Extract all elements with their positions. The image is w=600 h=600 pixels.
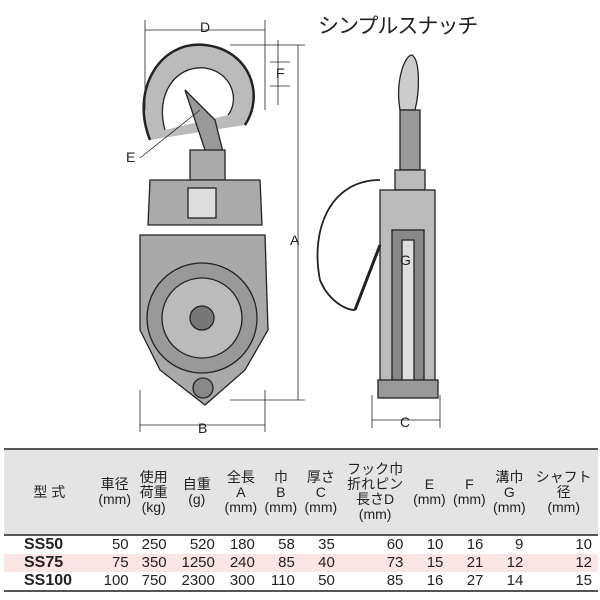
value-cell: 85 [278,554,295,571]
value-cell: 75 [111,554,129,571]
header-line: 巾 [273,468,288,485]
header-line: (mm) [453,491,486,507]
value-cell: 240 [229,554,255,571]
value-cell: 750 [141,572,167,589]
value-cell: 15 [426,554,444,571]
column-header: フック巾折れピン長さD(mm) [341,449,410,535]
value-cell: 180 [229,536,255,553]
dim-label-g: G [400,252,411,268]
value-cell: 1250 [181,554,215,571]
value-cell: 110 [270,572,295,589]
dimension-lines [139,20,441,432]
header-line: フック巾 [347,461,404,477]
dim-label-e: E [126,149,135,165]
header-line: A [236,483,246,500]
dim-label-d: D [200,19,210,35]
header-line: 溝巾 [495,468,524,485]
value-cell: 12 [575,554,592,571]
column-header: F(mm) [449,449,489,535]
column-header: シャフト径(mm) [529,449,598,535]
value-cell: 35 [318,536,335,553]
header-line: 車径 [100,476,129,492]
header-line: 自重 [182,476,211,492]
value-cell: 16 [426,572,444,589]
value-cell: 2300 [181,572,215,589]
header-line: (mm) [413,491,446,507]
value-cell: 73 [386,554,404,571]
header-line: (mm) [304,498,338,515]
header-line: (mm) [224,498,258,515]
value-cell: 10 [426,536,444,553]
model-cell: SS50 [24,536,64,553]
side-view [316,54,439,399]
header-line: 径 [556,483,571,500]
value-cell: 300 [229,572,255,589]
value-cell: 12 [506,554,524,571]
header-line: (g) [188,491,206,507]
value-cell: 21 [466,554,484,571]
header-line: 厚さ [306,468,335,485]
header-line: (mm) [493,498,526,515]
header-line: (mm) [358,506,392,522]
column-header: 車径(mm) [95,449,135,535]
model-cell: SS75 [24,554,64,571]
value-cell: 27 [466,572,484,589]
header-line: (mm) [264,498,298,515]
header-line: F [465,476,474,492]
header-line: B [276,483,286,500]
table-row: SS50 50 250 520 180 58 35 60 10 16 9 10 [4,535,598,554]
model-cell: SS100 [24,572,73,589]
header-line: (mm) [98,491,131,507]
value-cell: 520 [189,536,215,553]
value-cell: 40 [318,554,335,571]
value-cell: 250 [141,536,167,553]
value-cell: 9 [515,536,524,553]
table-row: SS75 75 350 1250 240 85 40 73 15 21 12 12 [4,554,598,572]
front-view [139,43,269,406]
dim-label-a: A [290,232,300,248]
value-cell: 60 [386,536,404,553]
header-line: 全長 [226,468,255,485]
value-cell: 14 [506,572,524,589]
header-line: 荷重 [139,483,168,500]
product-title: シンプルスナッチ [318,14,478,38]
value-cell: 16 [466,536,484,553]
header-line: (mm) [547,498,580,515]
header-line: E [424,476,435,492]
dim-label-f: F [276,65,285,81]
header-line: (kg) [141,498,166,515]
value-cell: 350 [141,554,167,571]
column-header: E(mm) [409,449,449,535]
column-header: 使用荷重(kg) [135,449,173,535]
column-header: 自重(g) [173,449,221,535]
value-cell: 50 [111,536,129,553]
value-cell: 85 [386,572,404,589]
table-row: SS100 100 750 2300 300 110 50 85 16 27 14 15 [4,572,598,591]
value-cell: 58 [278,536,295,553]
value-cell: 10 [575,536,592,553]
header-line: 使用 [139,468,168,485]
technical-drawing: D F E A B G C [126,19,441,436]
value-cell: 15 [575,572,592,589]
header-line: C [315,483,326,500]
header-line: シャフト [535,468,592,485]
value-cell: 100 [103,572,129,589]
column-header: 型 式 [4,449,95,535]
dim-label-c: C [400,414,410,430]
header-line: G [503,483,515,500]
dim-label-b: B [198,420,207,436]
header-line: 型 式 [33,483,66,500]
header-line: 折れピン [347,476,404,492]
value-cell: 50 [318,572,335,589]
header-line: 長さD [356,491,395,507]
